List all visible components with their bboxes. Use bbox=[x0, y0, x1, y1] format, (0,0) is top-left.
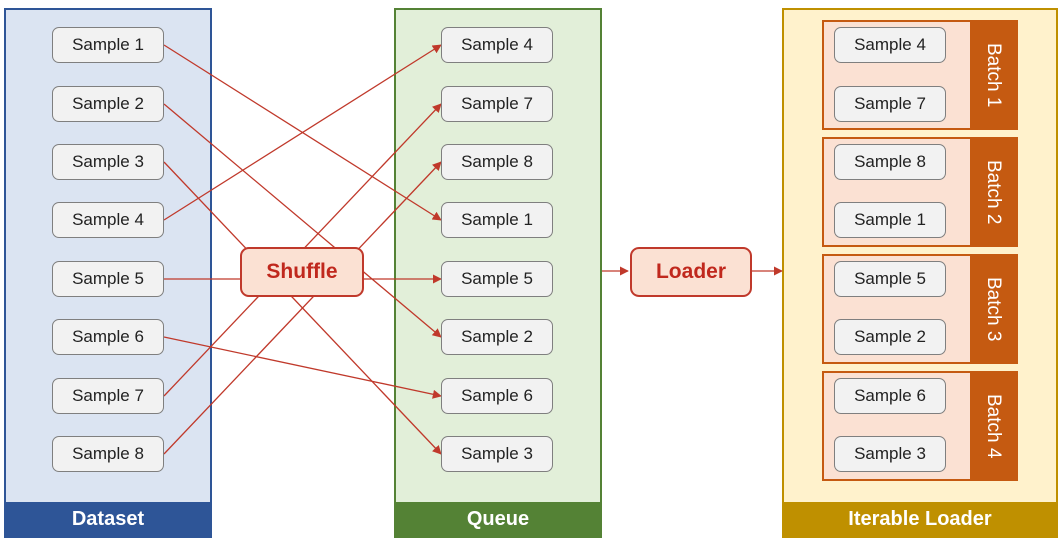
batch-1-label: Batch 1 bbox=[983, 42, 1004, 108]
batch-2-sample-2: Sample 1 bbox=[834, 202, 946, 238]
dataset-sample-7: Sample 7 bbox=[52, 378, 164, 414]
arrow-sample8-to-queue bbox=[163, 161, 442, 455]
loader-node: Loader bbox=[630, 247, 752, 297]
arrow-sample2-to-queue bbox=[163, 103, 442, 338]
dataset-sample-6: Sample 6 bbox=[52, 319, 164, 355]
batch-1-sample-1: Sample 4 bbox=[834, 27, 946, 63]
batch-3-tab: Batch 3 bbox=[970, 256, 1016, 362]
queue-sample-2: Sample 7 bbox=[441, 86, 553, 122]
arrow-sample6-to-queue bbox=[163, 336, 442, 399]
queue-sample-1: Sample 4 bbox=[441, 27, 553, 63]
shuffle-node: Shuffle bbox=[240, 247, 364, 297]
dataset-sample-8: Sample 8 bbox=[52, 436, 164, 472]
queue-sample-7: Sample 6 bbox=[441, 378, 553, 414]
batch-3-sample-1: Sample 5 bbox=[834, 261, 946, 297]
iterable-loader-label: Iterable Loader bbox=[784, 502, 1056, 536]
queue-sample-5: Sample 5 bbox=[441, 261, 553, 297]
batch-1-tab: Batch 1 bbox=[970, 22, 1016, 128]
queue-sample-8: Sample 3 bbox=[441, 436, 553, 472]
dataset-sample-4: Sample 4 bbox=[52, 202, 164, 238]
batch-3-sample-2: Sample 2 bbox=[834, 319, 946, 355]
queue-sample-3: Sample 8 bbox=[441, 144, 553, 180]
batch-3-label: Batch 3 bbox=[983, 276, 1004, 342]
dataset-sample-5: Sample 5 bbox=[52, 261, 164, 297]
batch-4-sample-2: Sample 3 bbox=[834, 436, 946, 472]
dataset-sample-1: Sample 1 bbox=[52, 27, 164, 63]
batch-4-tab: Batch 4 bbox=[970, 373, 1016, 479]
queue-sample-4: Sample 1 bbox=[441, 202, 553, 238]
batch-4-label: Batch 4 bbox=[983, 393, 1004, 459]
batch-1-sample-2: Sample 7 bbox=[834, 86, 946, 122]
batch-4-sample-1: Sample 6 bbox=[834, 378, 946, 414]
dataset-sample-2: Sample 2 bbox=[52, 86, 164, 122]
queue-sample-6: Sample 2 bbox=[441, 319, 553, 355]
queue-label: Queue bbox=[396, 502, 600, 536]
batch-2-label: Batch 2 bbox=[983, 159, 1004, 225]
batch-2-sample-1: Sample 8 bbox=[834, 144, 946, 180]
arrow-sample4-to-queue bbox=[163, 44, 442, 221]
batch-2-tab: Batch 2 bbox=[970, 139, 1016, 245]
dataset-sample-3: Sample 3 bbox=[52, 144, 164, 180]
dataset-label: Dataset bbox=[6, 502, 210, 536]
